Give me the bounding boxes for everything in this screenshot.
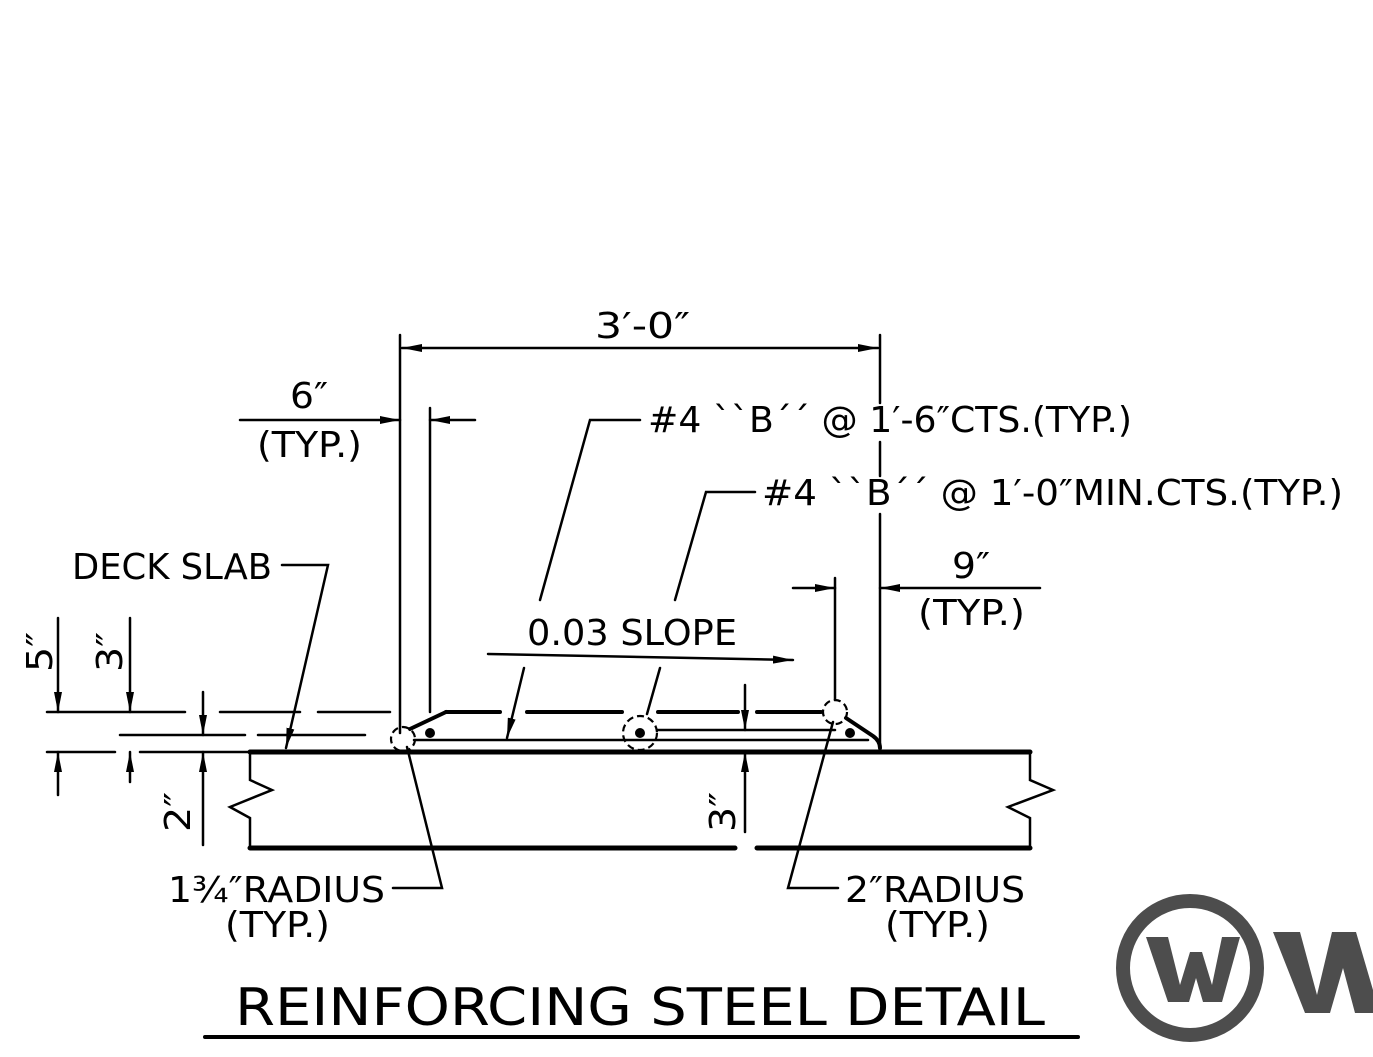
- right-offset-note: (TYP.): [918, 593, 1025, 634]
- logo-monogram: [1146, 937, 1240, 1002]
- bar-b-min-spacing-callout: #4 ``B´´ @ 1′-0″MIN.CTS.(TYP.): [762, 473, 1343, 514]
- slope-label: 0.03 SLOPE: [527, 613, 737, 654]
- right-radius-leader: [786, 720, 840, 890]
- left-bar-dot: [425, 728, 435, 738]
- deck-slab-label: DECK SLAB: [72, 547, 272, 588]
- slope-arrow: [486, 652, 795, 664]
- bottom-left-dimension-label: 2″: [158, 792, 199, 832]
- right-bend-radius-circle: [821, 698, 849, 726]
- slab-top-dimension-label: 3″: [90, 632, 131, 672]
- center-bar-dot: [635, 728, 645, 738]
- right-radius-label: 2″RADIUS: [845, 870, 1025, 911]
- right-offset-label: 9″: [952, 546, 990, 587]
- bar-b-min-spacing-leader: [673, 490, 757, 602]
- company-logo: [1116, 894, 1373, 1042]
- right-bar-dot: [845, 728, 855, 738]
- drawing-title: REINFORCING STEEL DETAIL: [235, 978, 1045, 1038]
- left-offset-note: (TYP.): [257, 425, 362, 466]
- deck-slab-leader: [280, 563, 330, 750]
- right-radius-note: (TYP.): [885, 905, 990, 946]
- bottom-center-dimension-label: 3″: [703, 792, 744, 832]
- left-radius-note: (TYP.): [225, 905, 330, 946]
- left-bend-radius-circle: [389, 725, 417, 753]
- bar-b-spacing-leader-end: [505, 666, 526, 740]
- bar-b-min-spacing-leader-end: [645, 666, 662, 716]
- bar-profile-left-bend: [408, 710, 448, 731]
- logo-ring: [1116, 894, 1264, 1042]
- slab-overall-dimension-label: 5″: [20, 632, 61, 672]
- left-radius-label: 1¾″RADIUS: [168, 870, 385, 911]
- deck-slab-left-break-line: [227, 750, 276, 850]
- bar-b-spacing-callout: #4 ``B´´ @ 1′-6″CTS.(TYP.): [648, 400, 1132, 441]
- overall-width-label: 3′-0″: [595, 306, 690, 347]
- logo-wordmark: [1273, 932, 1373, 1013]
- bar-profile-right-bend: [844, 716, 882, 750]
- left-offset-label: 6″: [290, 376, 328, 417]
- bar-b-spacing-leader: [538, 418, 642, 602]
- deck-slab-right-break-line: [1004, 750, 1057, 850]
- left-radius-leader: [391, 745, 444, 890]
